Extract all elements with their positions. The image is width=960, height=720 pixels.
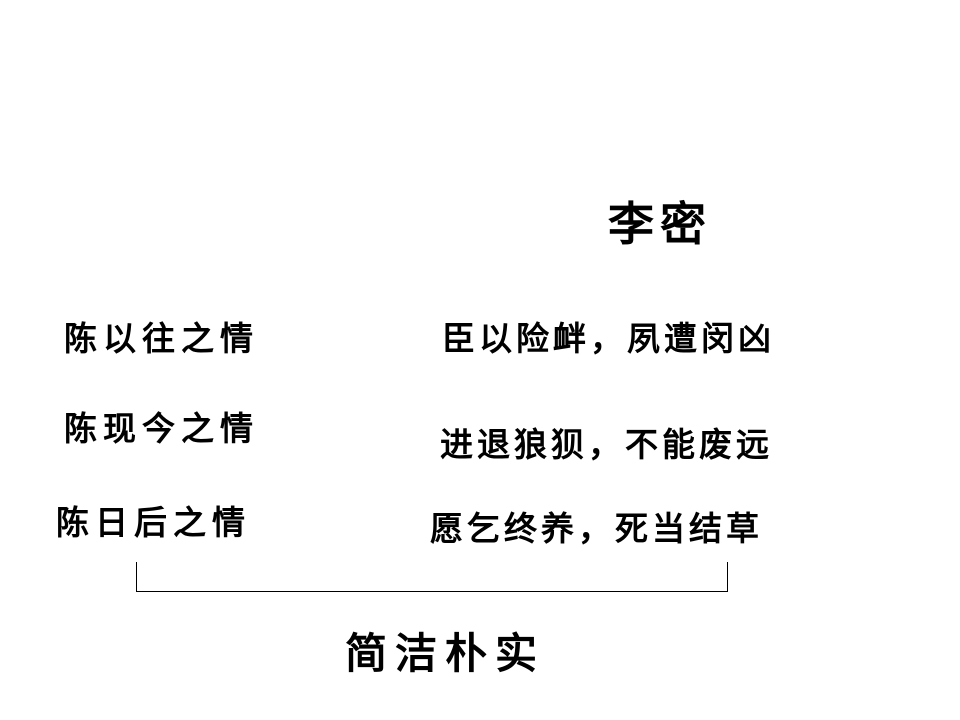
right-item-2: 进退狼狈，不能废远	[440, 425, 773, 464]
right-item-1: 臣以险衅，夙遭闵凶	[442, 319, 775, 358]
left-item-past: 陈以往之情	[64, 319, 259, 358]
slide-title: 李密	[608, 197, 712, 251]
left-item-present: 陈现今之情	[64, 409, 259, 448]
bracket-line	[136, 562, 728, 592]
right-item-3: 愿乞终养，死当结草	[430, 509, 763, 548]
summary-text: 简洁朴实	[344, 629, 545, 678]
left-item-future: 陈日后之情	[56, 503, 251, 542]
